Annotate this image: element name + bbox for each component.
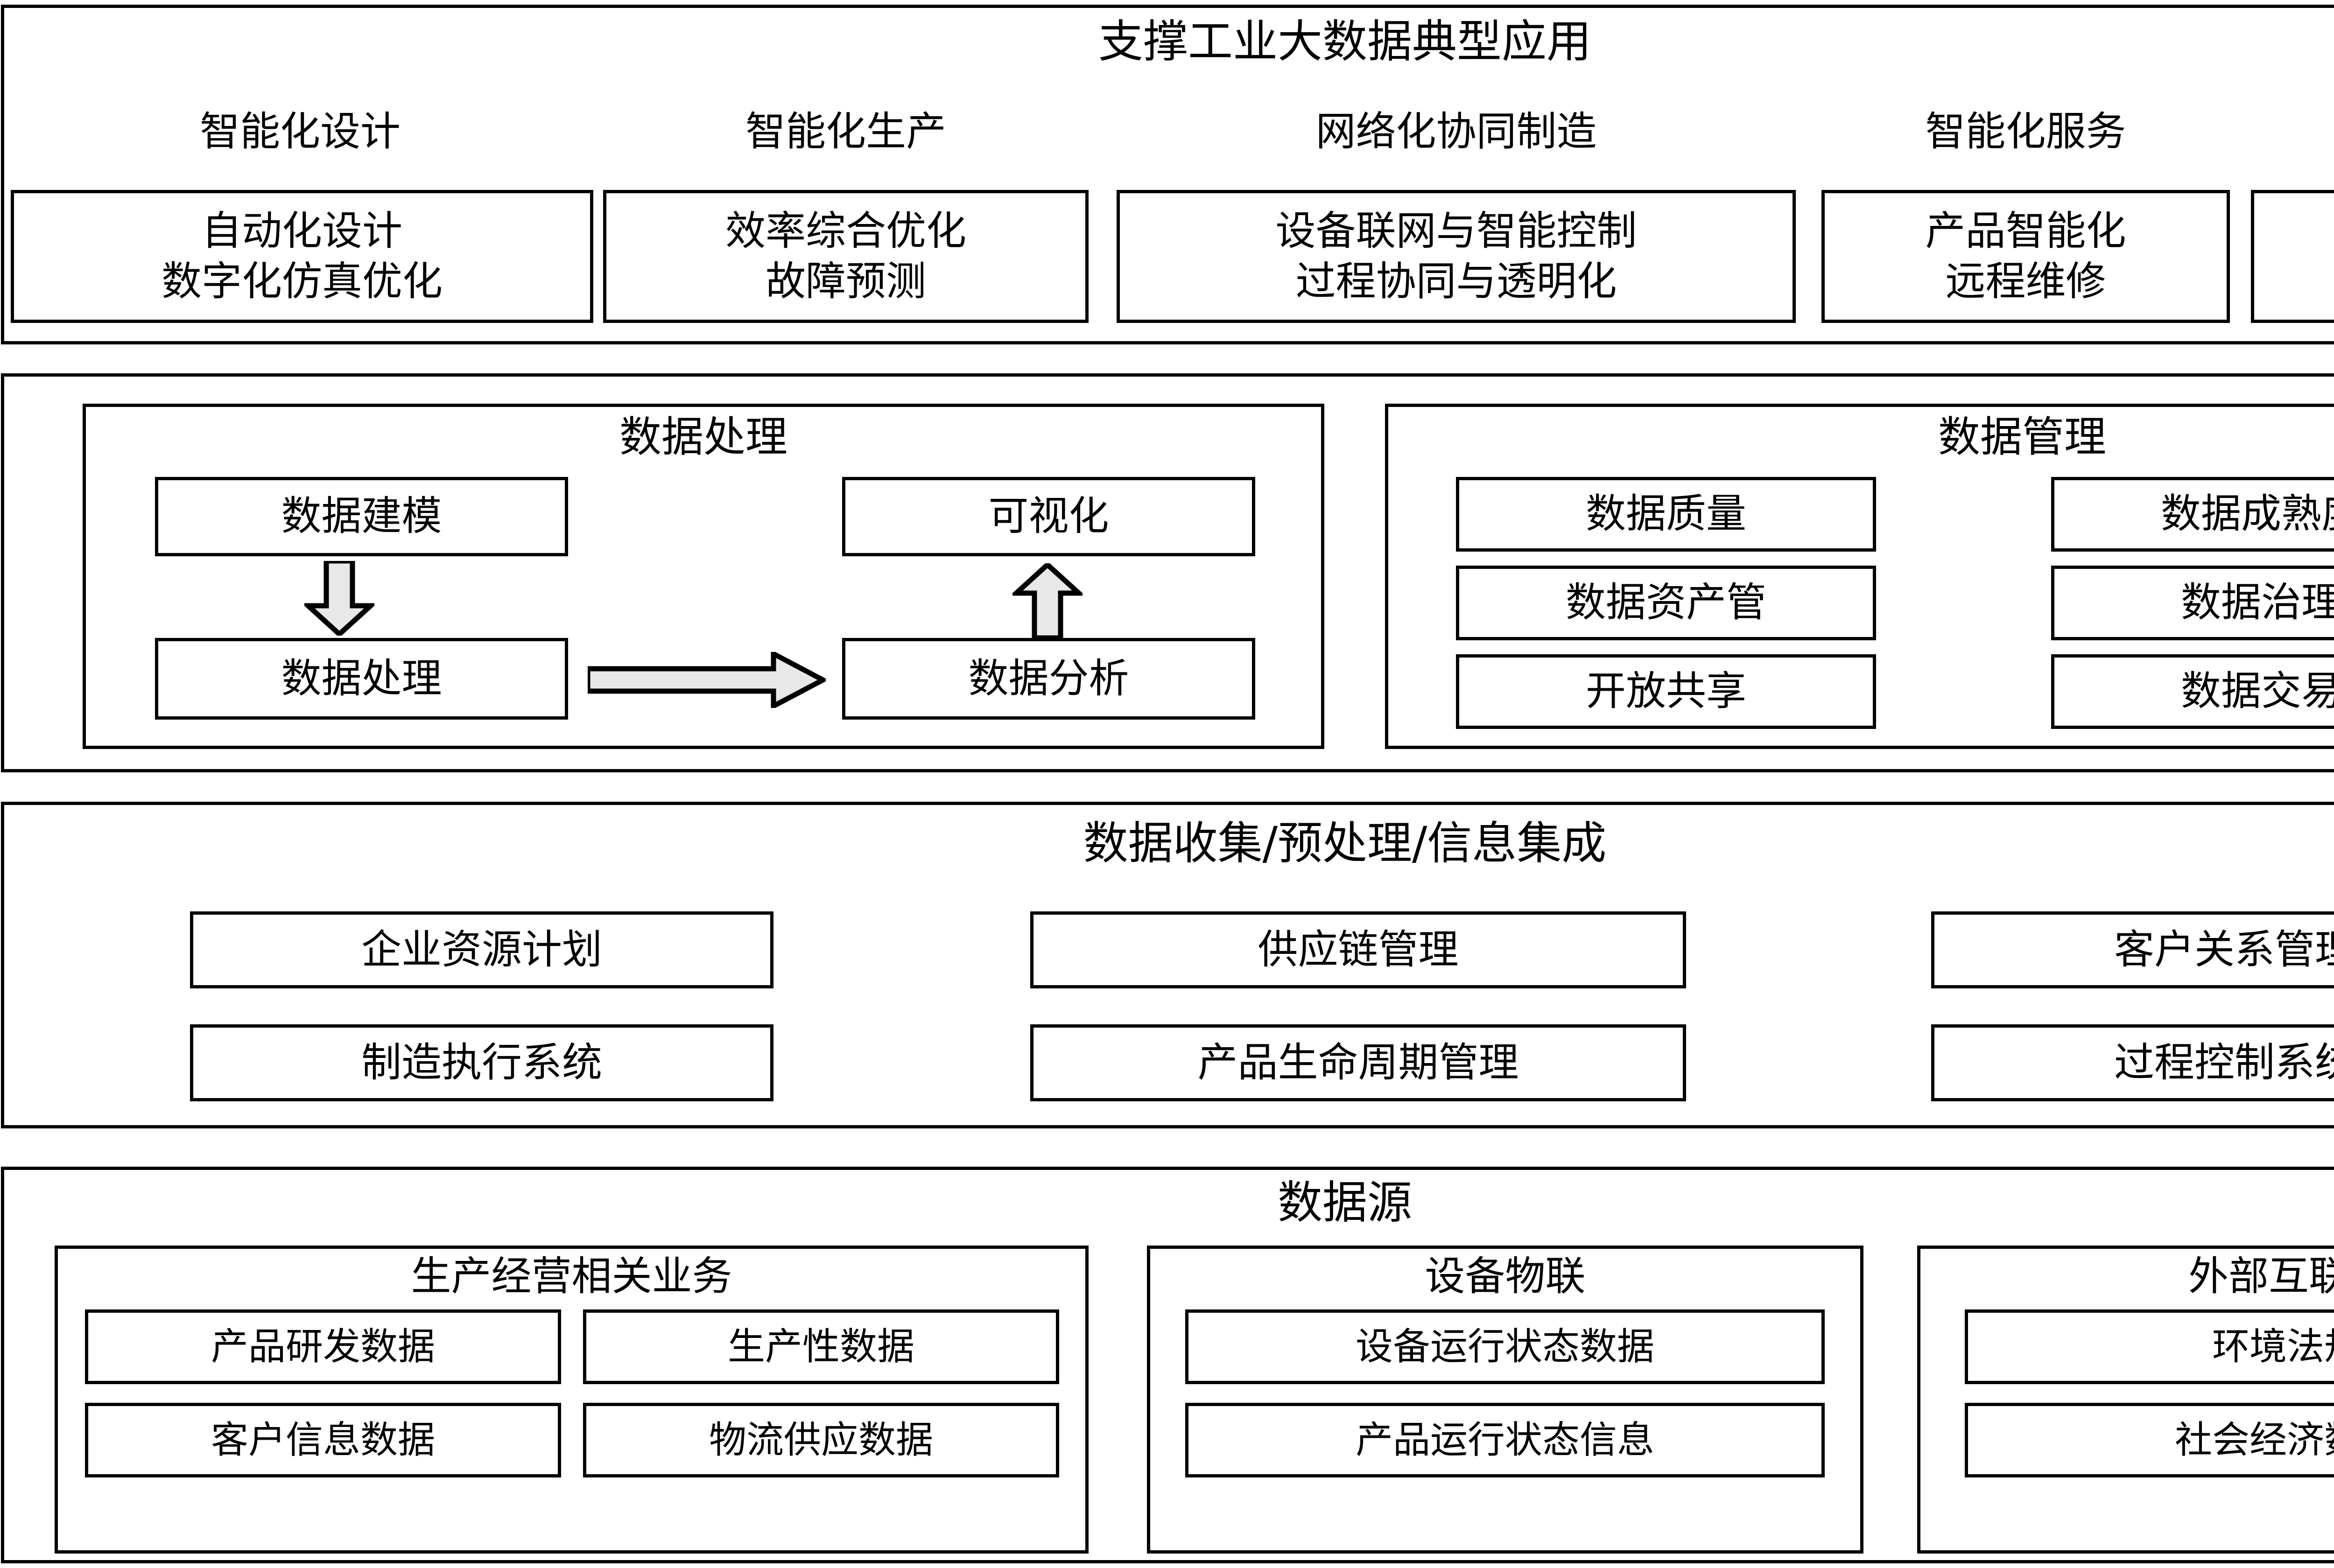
source-item-environmental-regulations[interactable]: 环境法规 [1965,1309,2334,1384]
application-item-label: 效率综合优化 [725,208,966,254]
integration-box-erp[interactable]: 企业资源计划 [190,911,773,988]
source-group-external-internet: 外部互联网 环境法规 社会经济数据 [1917,1246,2334,1554]
source-group-business-operations: 生产经营相关业务 产品研发数据 生产性数据 客户信息数据 物流供应数据 [55,1246,1089,1554]
management-item-label: 开放共享 [1586,668,1746,715]
data-processing-title: 数据处理 [619,413,787,462]
node-visualization[interactable]: 可视化 [842,477,1255,556]
layer-platform-panel: 数据处理 数据建模 可视化 数据处理 数据分析 [1,373,2334,772]
source-group-label: 外部互联网 [2188,1253,2334,1300]
source-item-equipment-status-data[interactable]: 设备运行状态数据 [1185,1309,1825,1384]
layer-integration-panel: 数据收集/预处理/信息集成 企业资源计划 供应链管理 客户关系管理 制造执行系统… [1,802,2334,1128]
management-item-label: 数据成熟度 [2161,490,2334,538]
source-group-label: 生产经营相关业务 [411,1253,732,1300]
application-item-label: 数字化仿真优化 [162,258,443,305]
source-group-equipment-iot: 设备物联 设备运行状态数据 产品运行状态信息 [1147,1246,1863,1554]
management-item-data-asset-management[interactable]: 数据资产管 [1456,566,1876,640]
node-label: 数据建模 [281,493,442,540]
layer-integration-title: 数据收集/预处理/信息集成 [1083,817,1607,869]
integration-box-crm[interactable]: 客户关系管理 [1931,911,2334,988]
integration-box-scm[interactable]: 供应链管理 [1030,911,1686,988]
source-item-label: 环境法规 [2212,1325,2334,1368]
source-item-label: 产品研发数据 [211,1325,435,1368]
source-item-product-status-info[interactable]: 产品运行状态信息 [1185,1403,1825,1477]
layer-sources-title: 数据源 [1278,1176,1412,1229]
arrow-up-analysis-to-visualization [1012,563,1083,638]
integration-item-label: 过程控制系统 [2114,1039,2334,1086]
category-label-personalized-customization: 个性化定制 [2251,111,2334,153]
integration-box-plm[interactable]: 产品生命周期管理 [1030,1024,1686,1101]
management-item-label: 数据交易 [2181,668,2334,715]
node-data-analysis[interactable]: 数据分析 [842,638,1255,720]
arrow-right-processing-to-analysis [588,652,826,708]
application-item-label: 自动化设计 [202,208,402,254]
application-item-label: 故障预测 [766,258,926,305]
source-item-logistics-supply-data[interactable]: 物流供应数据 [583,1403,1059,1477]
integration-item-label: 客户关系管理 [2114,926,2334,973]
node-label: 数据处理 [281,655,442,702]
source-item-production-data[interactable]: 生产性数据 [583,1309,1059,1384]
integration-box-pcs[interactable]: 过程控制系统 [1931,1024,2334,1101]
source-item-label: 生产性数据 [728,1325,914,1368]
node-data-processing[interactable]: 数据处理 [155,638,568,720]
layer-applications-title: 支撑工业大数据典型应用 [1098,15,1591,68]
integration-item-label: 产品生命周期管理 [1197,1039,1519,1086]
arrow-down-modeling-to-processing [304,561,374,636]
management-item-label: 数据质量 [1586,490,1746,538]
node-data-modeling[interactable]: 数据建模 [155,477,568,556]
source-group-label: 设备物联 [1425,1253,1586,1300]
node-label: 数据分析 [968,655,1129,702]
category-label-intelligent-production: 智能化生产 [745,108,946,155]
source-item-label: 设备运行状态数据 [1356,1325,1654,1368]
management-item-data-maturity[interactable]: 数据成熟度 [2051,477,2334,552]
category-label-intelligent-design: 智能化设计 [200,108,401,155]
management-item-data-quality[interactable]: 数据质量 [1456,477,1876,552]
application-box-intelligent-service[interactable]: 产品智能化 远程维修 [1821,190,2230,323]
management-item-data-governance[interactable]: 数据治理 [2051,566,2334,640]
application-box-intelligent-production[interactable]: 效率综合优化 故障预测 [603,190,1089,323]
source-item-label: 物流供应数据 [709,1418,933,1462]
category-label-networked-collaborative-manufacturing: 网络化协同制造 [1315,108,1597,155]
application-item-label: 设备联网与智能控制 [1275,208,1637,254]
source-item-socioeconomic-data[interactable]: 社会经济数据 [1965,1403,2334,1477]
layer-sources-panel: 数据源 生产经营相关业务 产品研发数据 生产性数据 客户信息数据 物流供应数据 … [1,1167,2334,1563]
integration-item-label: 企业资源计划 [361,926,602,973]
integration-item-label: 制造执行系统 [361,1039,602,1086]
application-box-personalized-customization[interactable]: 全流程建模 数据贯通 [2251,190,2334,323]
source-item-label: 客户信息数据 [211,1418,435,1462]
management-item-data-trading[interactable]: 数据交易 [2051,654,2334,729]
application-item-label: 产品智能化 [1925,208,2126,254]
management-item-label: 数据资产管 [1566,579,1766,626]
management-item-open-sharing[interactable]: 开放共享 [1456,654,1876,729]
source-item-product-rd-data[interactable]: 产品研发数据 [85,1309,561,1384]
data-management-subpanel: 数据管理 数据质量 数据资产管 开放共享 数据成熟度 数据治理 数据交易 [1385,404,2334,749]
application-box-intelligent-design[interactable]: 自动化设计 数字化仿真优化 [11,190,593,323]
source-item-label: 产品运行状态信息 [1356,1418,1654,1462]
application-item-label: 过程协同与透明化 [1295,258,1617,305]
data-management-title: 数据管理 [1938,413,2106,462]
application-item-label: 远程维修 [1945,258,2106,305]
application-box-networked-collaborative-manufacturing[interactable]: 设备联网与智能控制 过程协同与透明化 [1117,190,1796,323]
data-processing-subpanel: 数据处理 数据建模 可视化 数据处理 数据分析 [83,404,1324,749]
source-item-label: 社会经济数据 [2175,1418,2334,1462]
integration-item-label: 供应链管理 [1258,926,1459,973]
node-label: 可视化 [988,493,1109,540]
integration-box-mes[interactable]: 制造执行系统 [190,1024,773,1101]
layer-applications-panel: 支撑工业大数据典型应用 智能化设计 智能化生产 网络化协同制造 智能化服务 个性… [1,5,2334,344]
management-item-label: 数据治理 [2181,579,2334,626]
source-item-customer-info-data[interactable]: 客户信息数据 [85,1403,561,1477]
category-label-intelligent-service: 智能化服务 [1925,108,2126,155]
